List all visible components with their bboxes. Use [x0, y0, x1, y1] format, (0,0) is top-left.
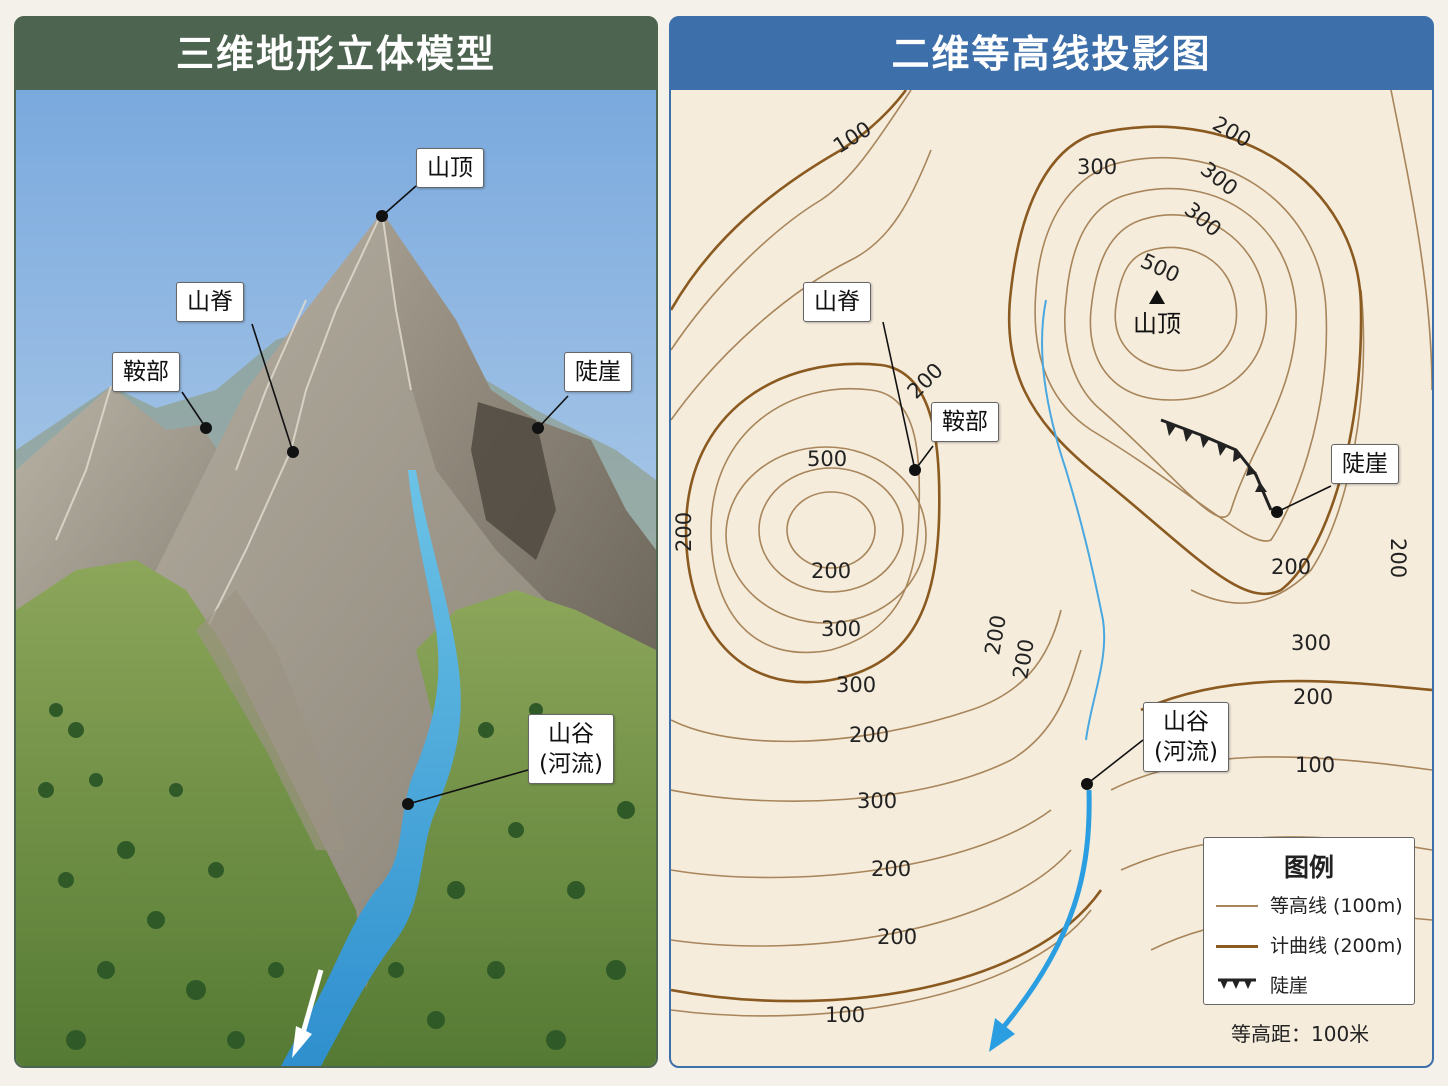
- spur-rock: [196, 590, 346, 850]
- legend-item-label: 陡崖: [1270, 975, 1309, 997]
- cliff-marker-dot: [532, 422, 544, 434]
- terrain-3d-illustration: 山顶 山脊 鞍部 陡崖 山谷 (河流): [16, 90, 656, 1066]
- valley-callout-line2: (河流): [539, 751, 603, 777]
- peak-triangle-icon: [1149, 290, 1165, 304]
- contour-label: 200: [811, 559, 851, 583]
- valley-marker-dot: [402, 798, 414, 810]
- contour-label: 300: [1196, 157, 1242, 201]
- callout-leaders-3d: [181, 185, 569, 805]
- valley-callout-map-line2: (河流): [1154, 739, 1218, 765]
- saddle-callout-map: 鞍部: [931, 402, 999, 442]
- callout-dots-map: [909, 464, 1283, 790]
- callout-dots-3d: [200, 210, 544, 810]
- contour-label: 200: [1008, 637, 1039, 681]
- saddle-marker-dot: [200, 422, 212, 434]
- contour-label: 100: [825, 1003, 865, 1027]
- legend-item-label: 等高线 (100m): [1270, 895, 1403, 917]
- ridge-callout-map: 山脊: [803, 282, 871, 322]
- contour-label: 200: [903, 358, 948, 403]
- contour-label: 200: [877, 925, 917, 949]
- valley-callout-map: 山谷 (河流): [1143, 702, 1229, 772]
- contour-label: 200: [871, 857, 911, 881]
- ridge-marker-dot: [287, 446, 299, 458]
- cliff-callout-map: 陡崖: [1331, 444, 1399, 484]
- cliff-face: [471, 402, 556, 560]
- contour-interval-note: 等高距：100米: [1231, 1022, 1370, 1046]
- cliff-symbol-map: [1160, 418, 1273, 511]
- contour-label: 300: [857, 789, 897, 813]
- river-stream-map: [1041, 299, 1106, 741]
- left-green-slope: [16, 560, 376, 1066]
- secondary-hill-contours: [710, 388, 927, 654]
- contour-label: 300: [1291, 631, 1331, 655]
- cliff-callout: 陡崖: [564, 352, 632, 392]
- saddle-callout: 鞍部: [112, 352, 180, 392]
- right-green-slope: [346, 590, 656, 1066]
- contour-label: 300: [1077, 155, 1117, 179]
- panel-title-contour: 二维等高线投影图: [891, 32, 1212, 76]
- valley-marker-dot-map: [1081, 778, 1093, 790]
- ridge-saddle-marker-dot: [909, 464, 921, 476]
- legend-item-label: 计曲线 (200m): [1270, 935, 1403, 957]
- map-peak-label: 山顶: [1133, 310, 1181, 338]
- contour-map-svg: 山顶 100 200 300 500 200 300 300 500 200 2…: [671, 90, 1432, 1052]
- callout-leaders-map: [882, 321, 1332, 785]
- peak-marker-dot: [376, 210, 388, 222]
- tree-clusters: [38, 703, 635, 1050]
- contour-label: 100: [1295, 753, 1335, 777]
- contour-map: 山顶 100 200 300 500 200 300 300 500 200 2…: [671, 90, 1432, 1066]
- river-flow-arrow-line: [298, 969, 324, 1041]
- valley-callout-line1: 山谷: [547, 721, 594, 747]
- valley-callout: 山谷 (河流): [528, 714, 614, 784]
- ridge-highlights: [55, 211, 412, 651]
- valley-callout-map-line1: 山谷: [1162, 709, 1209, 735]
- contour-label: 200: [849, 723, 889, 747]
- contour-label: 200: [1386, 538, 1410, 578]
- contour-map-panel: 二维等高线投影图: [669, 16, 1434, 1068]
- thick-contour-line-icon: [1216, 945, 1258, 948]
- contour-label: 200: [980, 613, 1011, 657]
- contour-label: 200: [672, 512, 696, 552]
- main-peak-contours: [1034, 156, 1365, 604]
- river-3d: [281, 470, 461, 1066]
- contour-label: 500: [807, 447, 847, 471]
- legend-title: 图例: [1283, 853, 1334, 882]
- main-peak-index-contours: [1007, 125, 1363, 596]
- ridge-callout: 山脊: [176, 282, 244, 322]
- contour-label: 200: [1209, 112, 1256, 153]
- cliff-symbol-icon: [1218, 978, 1256, 989]
- river-flow-arrow-head: [292, 1026, 312, 1058]
- terrain-3d-panel: 三维地形立体模型: [14, 16, 658, 1068]
- outer-contours: [671, 90, 1432, 1017]
- thin-contour-line-icon: [1216, 905, 1258, 907]
- contour-label: 300: [836, 673, 876, 697]
- secondary-hill-index-contours: [684, 362, 941, 684]
- panel-title-3d: 三维地形立体模型: [175, 32, 496, 76]
- peak-callout: 山顶: [416, 148, 484, 188]
- contour-label: 300: [821, 617, 861, 641]
- river-flow-arrow-map: [999, 789, 1092, 1032]
- contour-label: 300: [1180, 197, 1226, 241]
- terrain-3d-svg: [16, 90, 656, 1066]
- cliff-marker-dot-map: [1271, 506, 1283, 518]
- legend: 图例 等高线 (100m) 计曲线 (200m) 陡崖: [1203, 837, 1415, 1005]
- river-arrow-head-map: [989, 1018, 1015, 1052]
- contour-label: 200: [1271, 555, 1311, 579]
- contour-label: 200: [1293, 685, 1333, 709]
- contour-label: 500: [1137, 249, 1183, 288]
